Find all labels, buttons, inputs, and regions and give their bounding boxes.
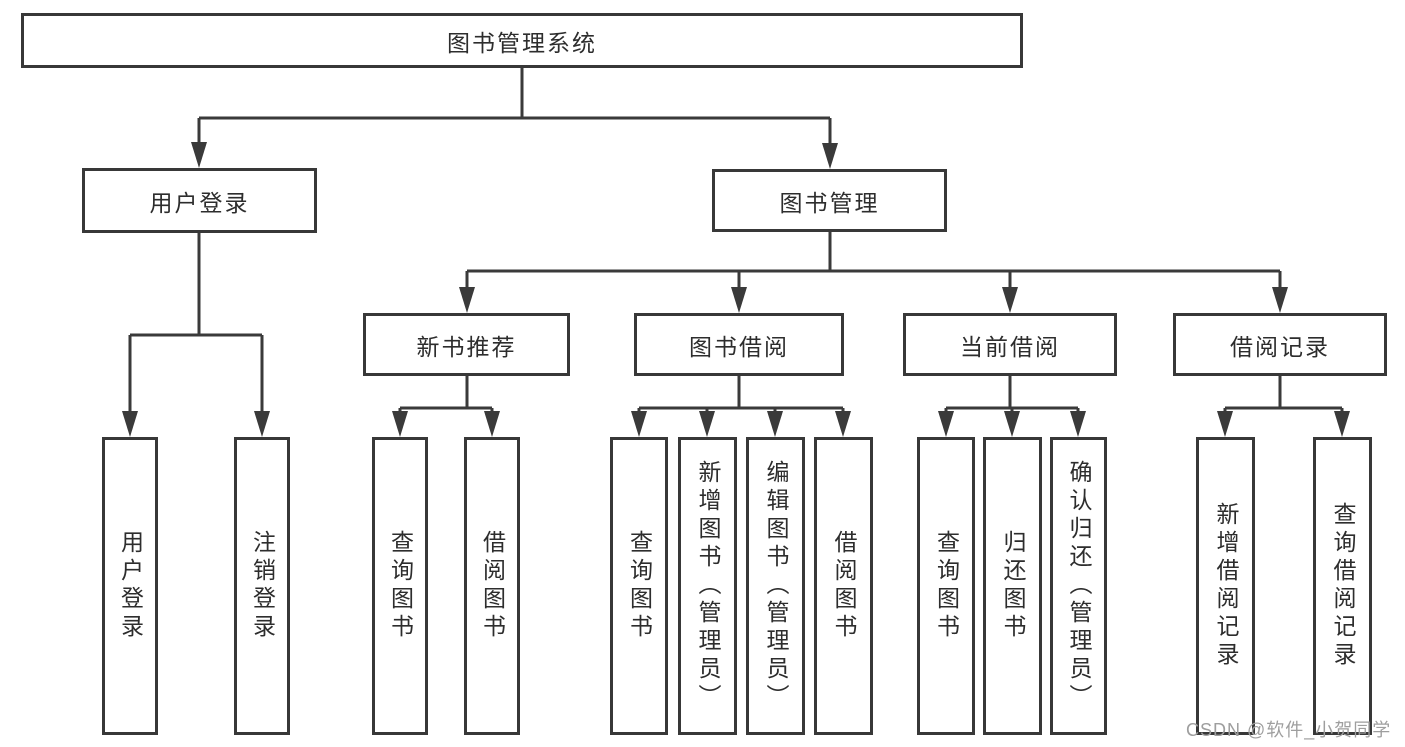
- node-book-management: 图书管理: [712, 169, 947, 232]
- leaf-add-books-admin: 新增图书（管理员）: [678, 437, 737, 735]
- node-root-system: 图书管理系统: [21, 13, 1023, 68]
- leaf-confirm-return-admin: 确认归还（管理员）: [1050, 437, 1107, 735]
- leaf-query-books: 查询图书: [610, 437, 668, 735]
- arrowheads: [122, 142, 1350, 437]
- node-new-book-recommend: 新书推荐: [363, 313, 570, 376]
- leaf-borrow-books: 借阅图书: [464, 437, 520, 735]
- leaf-query-borrow-record: 查询借阅记录: [1313, 437, 1372, 735]
- node-borrowing-records: 借阅记录: [1173, 313, 1387, 376]
- leaf-query-books: 查询图书: [917, 437, 975, 735]
- leaf-add-borrow-record: 新增借阅记录: [1196, 437, 1255, 735]
- node-book-borrowing: 图书借阅: [634, 313, 844, 376]
- leaf-edit-books-admin: 编辑图书（管理员）: [746, 437, 805, 735]
- leaf-user-login: 用户登录: [102, 437, 158, 735]
- node-current-borrowing: 当前借阅: [903, 313, 1117, 376]
- node-user-login: 用户登录: [82, 168, 317, 233]
- leaf-return-books: 归还图书: [983, 437, 1042, 735]
- leaf-borrow-books: 借阅图书: [814, 437, 873, 735]
- csdn-watermark: CSDN @软件_小贺同学: [1186, 720, 1392, 740]
- leaf-logout: 注销登录: [234, 437, 290, 735]
- leaf-query-books: 查询图书: [372, 437, 428, 735]
